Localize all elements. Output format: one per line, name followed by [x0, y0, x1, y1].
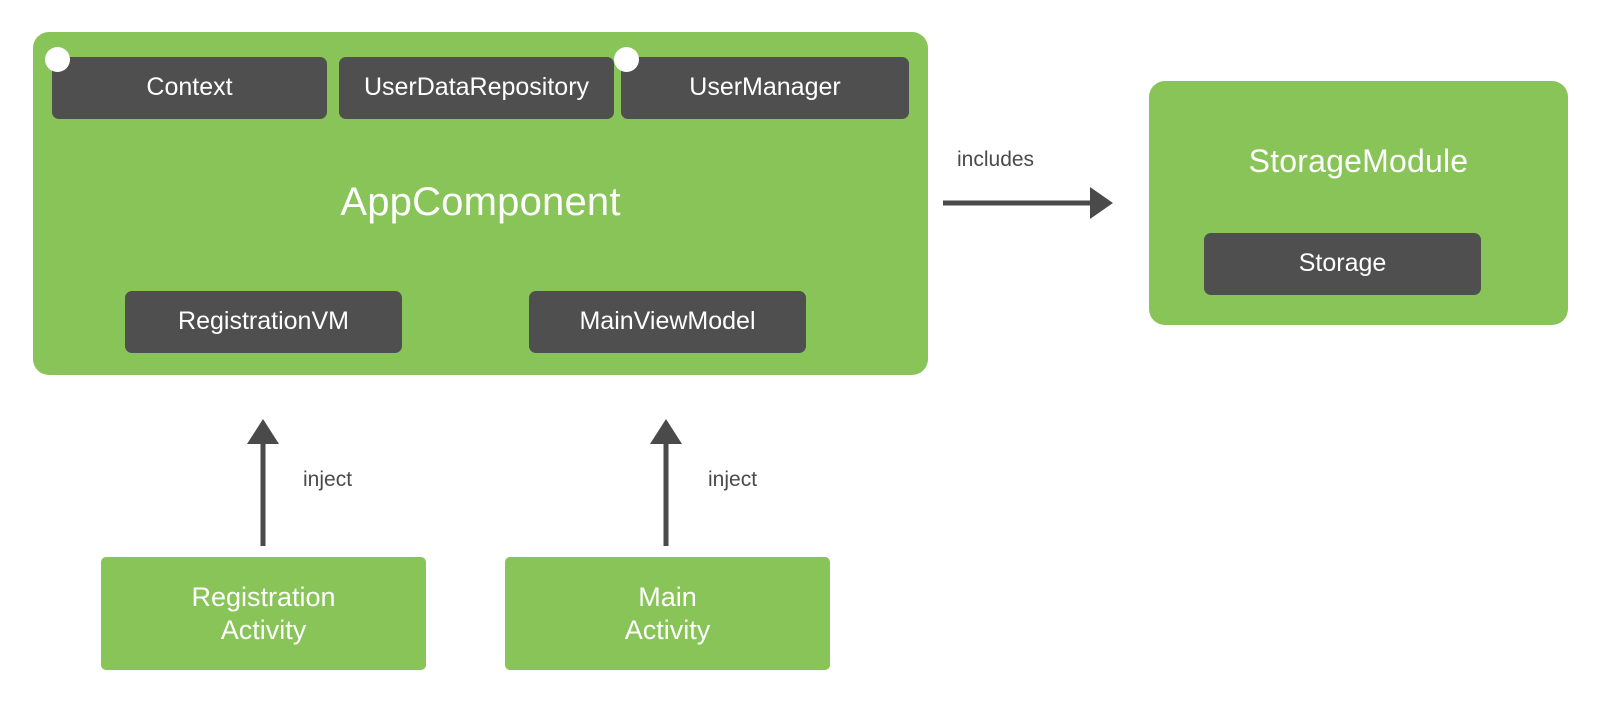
storage-module-title: StorageModule: [1248, 143, 1469, 179]
main-activity-line1: Main: [638, 582, 697, 613]
provided-chip-registrationvm[interactable]: RegistrationVM: [125, 291, 402, 353]
edge-label-inject-main: inject: [708, 468, 758, 491]
entry-point-dot-context: [45, 47, 70, 72]
provided-chip-userdatarepository[interactable]: UserDataRepository: [339, 57, 614, 119]
storage-module-panel[interactable]: StorageModule Storage: [1149, 81, 1568, 325]
edge-label-includes: includes: [957, 148, 1035, 171]
provided-chip-storage[interactable]: Storage: [1204, 233, 1481, 295]
app-component-title: AppComponent: [340, 180, 621, 224]
app-component-panel[interactable]: Context UserDataRepository UserManager A…: [33, 32, 928, 375]
inject-arrow-registration: [247, 419, 279, 546]
provided-chip-mainviewmodel[interactable]: MainViewModel: [529, 291, 806, 353]
includes-arrow: [943, 187, 1113, 219]
registration-activity-line2: Activity: [220, 614, 307, 645]
main-activity-line2: Activity: [624, 614, 711, 645]
entry-point-dot-usermanager: [614, 47, 639, 72]
registration-activity-line1: Registration: [191, 582, 336, 613]
edge-label-inject-registration: inject: [303, 468, 353, 491]
inject-arrow-main: [650, 419, 682, 546]
registration-activity-box[interactable]: Registration Activity: [101, 557, 426, 670]
main-activity-box[interactable]: Main Activity: [505, 557, 830, 670]
provided-chip-context[interactable]: Context: [52, 57, 327, 119]
provided-chip-usermanager[interactable]: UserManager: [621, 57, 909, 119]
